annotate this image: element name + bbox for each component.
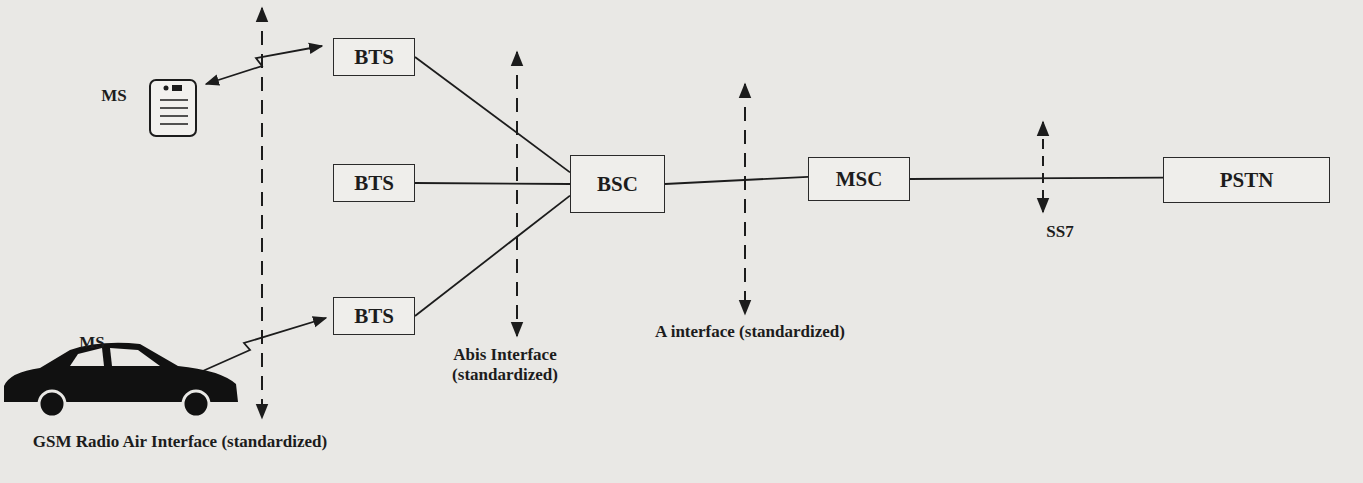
interface-marker (1042, 122, 1044, 212)
network-box: BTS (333, 164, 415, 202)
interface-label: GSM Radio Air Interface (standardized) (30, 432, 330, 452)
station-label: MS (70, 333, 114, 353)
box-label: BTS (354, 45, 394, 70)
link-line (910, 178, 1163, 179)
box-label: BSC (597, 172, 638, 197)
network-box: BTS (333, 38, 415, 76)
car-icon (4, 343, 238, 417)
interface-marker (261, 8, 263, 418)
network-box: BSC (570, 155, 665, 213)
interface-marker (744, 84, 746, 314)
interface-marker (516, 52, 518, 336)
interface-label: Abis Interface (standardized) (405, 345, 605, 386)
box-label: BTS (354, 304, 394, 329)
link-line (665, 177, 808, 184)
link-line (415, 57, 570, 172)
network-box: BTS (333, 297, 415, 335)
station-label: MS (92, 86, 136, 106)
box-label: MSC (836, 167, 883, 192)
network-box: PSTN (1163, 157, 1330, 203)
interface-label: SS7 (1030, 222, 1090, 242)
network-box: MSC (808, 157, 910, 201)
box-label: BTS (354, 171, 394, 196)
box-label: PSTN (1220, 168, 1274, 193)
link-line (415, 183, 570, 184)
handset-icon (150, 80, 196, 136)
interface-label: A interface (standardized) (655, 322, 845, 342)
radio-link (206, 46, 322, 84)
link-line (415, 196, 570, 316)
